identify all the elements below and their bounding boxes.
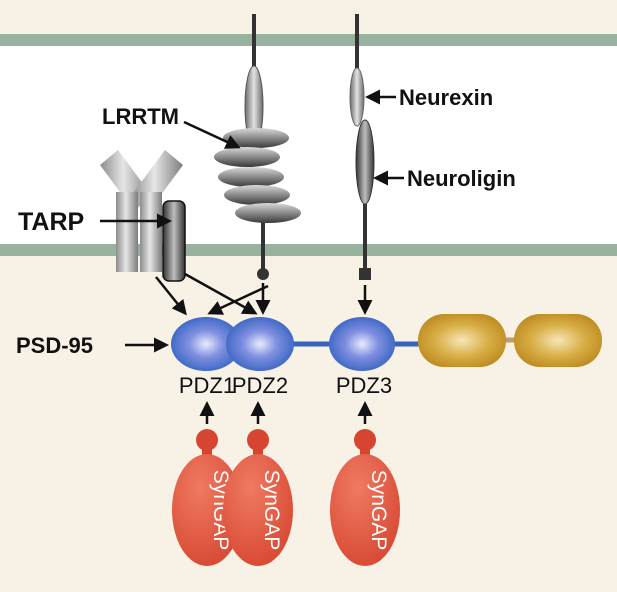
- lrrtm-protein: [214, 14, 301, 280]
- sh3-domain: [418, 314, 506, 367]
- syngap-3: SynGAP: [330, 429, 400, 566]
- neurexin-protein: [349, 14, 365, 127]
- gk-domain: [514, 314, 602, 367]
- pdz3-domain: [329, 317, 395, 371]
- neuroligin-label: Neuroligin: [407, 166, 516, 191]
- syngap-2: SynGAP: [223, 429, 293, 566]
- tarp-label: TARP: [18, 208, 84, 236]
- pdz2-domain: [226, 317, 294, 371]
- interaction-arrows: [155, 272, 373, 424]
- pdz3-label: PDZ3: [336, 373, 392, 398]
- pdz1-domain: [171, 317, 241, 371]
- neurexin-label: Neurexin: [399, 85, 493, 110]
- syngap-label-2: SynGAP: [260, 470, 283, 551]
- psd95-protein: [171, 314, 602, 371]
- label-arrows: [100, 89, 404, 353]
- lrrtm-label: LRRTM: [102, 104, 179, 129]
- pdz1-label: PDZ1: [179, 373, 235, 398]
- neuroligin-protein: [355, 119, 375, 280]
- cell-membrane: [0, 34, 617, 256]
- syngap-label-3: SynGAP: [367, 470, 390, 551]
- pdz2-label: PDZ2: [232, 373, 288, 398]
- psd95-label: PSD-95: [16, 333, 93, 358]
